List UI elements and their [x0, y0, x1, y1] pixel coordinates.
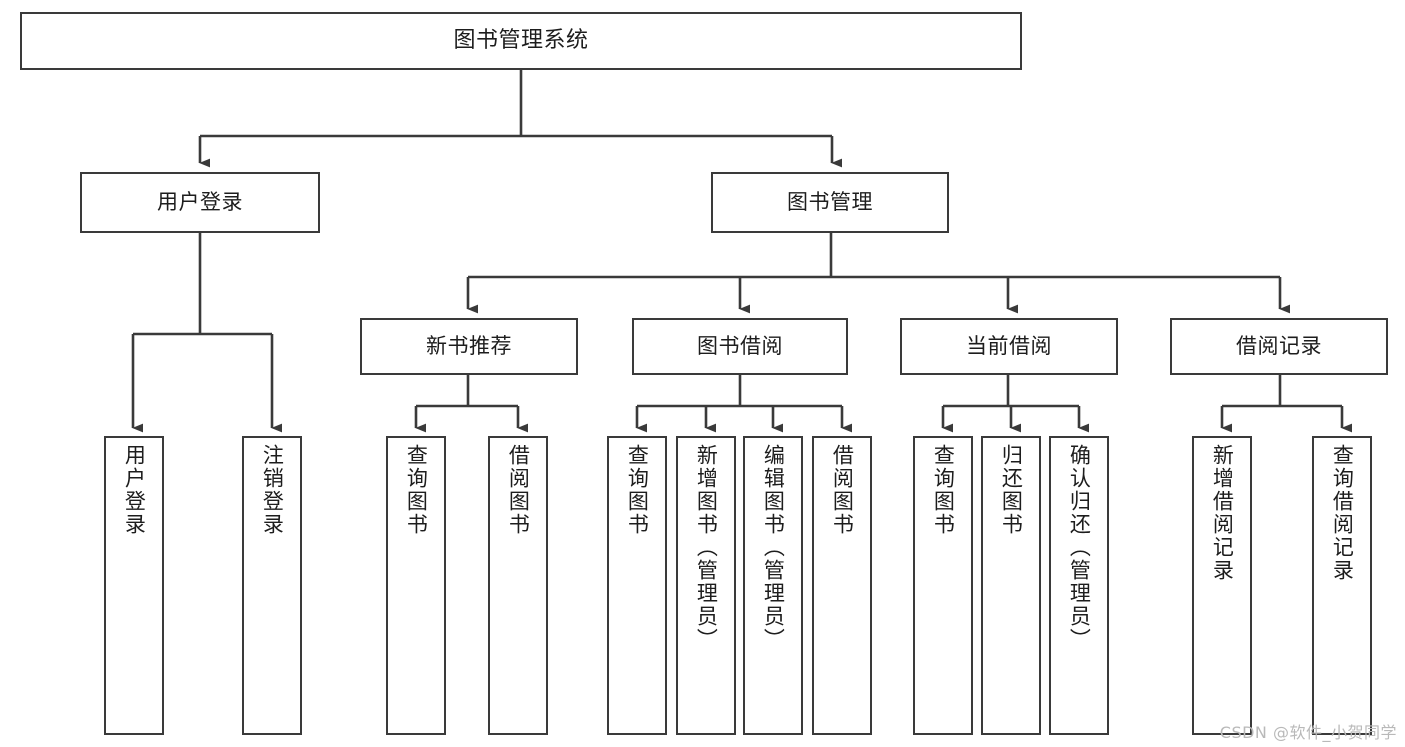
node-leaf-return-book[interactable]: 归还图书 — [981, 436, 1041, 735]
node-root-book-management-system[interactable]: 图书管理系统 — [20, 12, 1022, 70]
node-leaf-borrow-book-recommend[interactable]: 借阅图书 — [488, 436, 548, 735]
node-label: 借阅图书 — [830, 444, 855, 536]
node-label: 新书推荐 — [426, 334, 512, 359]
node-label: 图书借阅 — [697, 334, 783, 359]
node-book-management[interactable]: 图书管理 — [711, 172, 949, 233]
node-leaf-query-book-current[interactable]: 查询图书 — [913, 436, 973, 735]
node-label: 用户登录 — [122, 444, 147, 536]
node-borrow-record[interactable]: 借阅记录 — [1170, 318, 1388, 375]
node-leaf-query-borrow-record[interactable]: 查询借阅记录 — [1312, 436, 1372, 735]
node-leaf-user-login[interactable]: 用户登录 — [104, 436, 164, 735]
node-leaf-borrow-book[interactable]: 借阅图书 — [812, 436, 872, 735]
node-leaf-logout-login[interactable]: 注销登录 — [242, 436, 302, 735]
node-leaf-add-book[interactable]: 新增图书（管理员） — [676, 436, 736, 735]
node-label: 用户登录 — [157, 190, 243, 215]
node-label: 查询图书 — [404, 444, 429, 536]
node-label: 查询借阅记录 — [1330, 444, 1355, 582]
node-label: 借阅图书 — [506, 444, 531, 536]
node-label: 当前借阅 — [966, 334, 1052, 359]
csdn-watermark: CSDN @软件_小贺同学 — [1219, 723, 1397, 742]
node-leaf-confirm-return[interactable]: 确认归还（管理员） — [1049, 436, 1109, 735]
node-book-borrow[interactable]: 图书借阅 — [632, 318, 848, 375]
node-label: 新增图书（管理员） — [694, 444, 719, 651]
node-user-login[interactable]: 用户登录 — [80, 172, 320, 233]
node-label: 图书管理系统 — [453, 28, 589, 54]
node-new-book-recommend[interactable]: 新书推荐 — [360, 318, 578, 375]
node-label: 图书管理 — [787, 190, 873, 215]
node-label: 新增借阅记录 — [1210, 444, 1235, 582]
node-leaf-query-book-recommend[interactable]: 查询图书 — [386, 436, 446, 735]
node-leaf-edit-book[interactable]: 编辑图书（管理员） — [743, 436, 803, 735]
node-label: 借阅记录 — [1236, 334, 1322, 359]
node-leaf-add-borrow-record[interactable]: 新增借阅记录 — [1192, 436, 1252, 735]
node-label: 编辑图书（管理员） — [761, 444, 786, 651]
node-label: 查询图书 — [931, 444, 956, 536]
node-current-borrow[interactable]: 当前借阅 — [900, 318, 1118, 375]
node-label: 注销登录 — [260, 444, 285, 536]
node-leaf-query-book-borrow[interactable]: 查询图书 — [607, 436, 667, 735]
node-label: 查询图书 — [625, 444, 650, 536]
node-label: 归还图书 — [999, 444, 1024, 536]
node-label: 确认归还（管理员） — [1067, 444, 1092, 651]
